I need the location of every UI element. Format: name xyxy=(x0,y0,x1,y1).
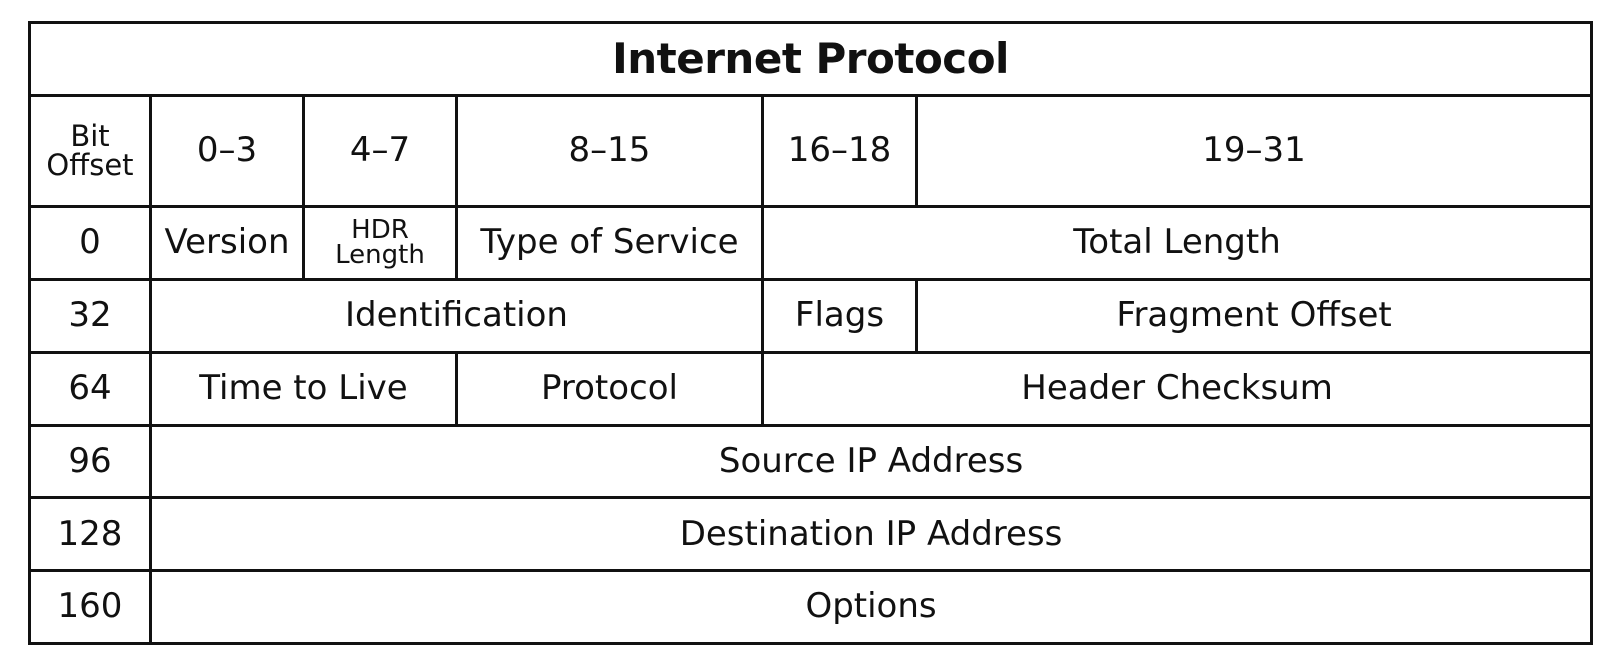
field-row-64: 64 Time to Live Protocol Header Checksum xyxy=(28,350,1594,427)
field-fragment-offset: Fragment Offset xyxy=(914,277,1594,354)
field-row-0: 0 Version HDR Length Type of Service Tot… xyxy=(28,205,1594,281)
field-flags: Flags xyxy=(761,277,918,354)
field-time-to-live: Time to Live xyxy=(149,350,458,427)
field-protocol: Protocol xyxy=(455,350,764,427)
row-offset-0: 0 xyxy=(28,205,152,281)
field-hdr-length: HDR Length xyxy=(302,205,458,281)
field-type-of-service: Type of Service xyxy=(455,205,764,281)
ip-header-diagram: Internet Protocol Bit Offset 0–3 4–7 8–1… xyxy=(27,21,1594,645)
title-row: Internet Protocol xyxy=(27,21,1594,97)
bit-range-4-7: 4–7 xyxy=(302,93,458,209)
field-identification: Identification xyxy=(149,277,764,354)
field-row-128: 128 Destination IP Address xyxy=(28,496,1594,573)
field-total-length: Total Length xyxy=(760,205,1594,281)
bit-range-0-3: 0–3 xyxy=(149,93,305,209)
row-offset-96: 96 xyxy=(28,423,152,500)
bit-offset-header: Bit Offset xyxy=(28,93,152,209)
bit-range-8-15: 8–15 xyxy=(455,93,764,209)
bit-offset-header-line2: Offset xyxy=(46,147,134,182)
bit-range-19-31: 19–31 xyxy=(914,93,1594,209)
row-offset-128: 128 xyxy=(28,496,152,573)
bit-range-header-row: Bit Offset 0–3 4–7 8–15 16–18 19–31 xyxy=(28,93,1594,209)
bit-offset-header-line1: Bit xyxy=(70,118,110,153)
diagram-title: Internet Protocol xyxy=(27,21,1594,97)
ip-header-table: Internet Protocol Bit Offset 0–3 4–7 8–1… xyxy=(27,21,1594,645)
field-row-32: 32 Identification Flags Fragment Offset xyxy=(28,277,1594,354)
row-offset-160: 160 xyxy=(28,569,152,645)
row-offset-64: 64 xyxy=(28,350,152,427)
field-header-checksum: Header Checksum xyxy=(760,350,1594,427)
field-destination-ip-address: Destination IP Address xyxy=(148,496,1594,573)
bit-range-16-18: 16–18 xyxy=(761,93,918,209)
field-hdr-length-line2: Length xyxy=(335,240,425,271)
field-hdr-length-line1: HDR xyxy=(351,215,409,246)
field-options: Options xyxy=(148,569,1594,645)
field-row-96: 96 Source IP Address xyxy=(28,423,1594,500)
field-source-ip-address: Source IP Address xyxy=(148,423,1594,500)
field-version: Version xyxy=(149,205,305,281)
field-row-160: 160 Options xyxy=(28,569,1594,645)
row-offset-32: 32 xyxy=(28,277,152,354)
